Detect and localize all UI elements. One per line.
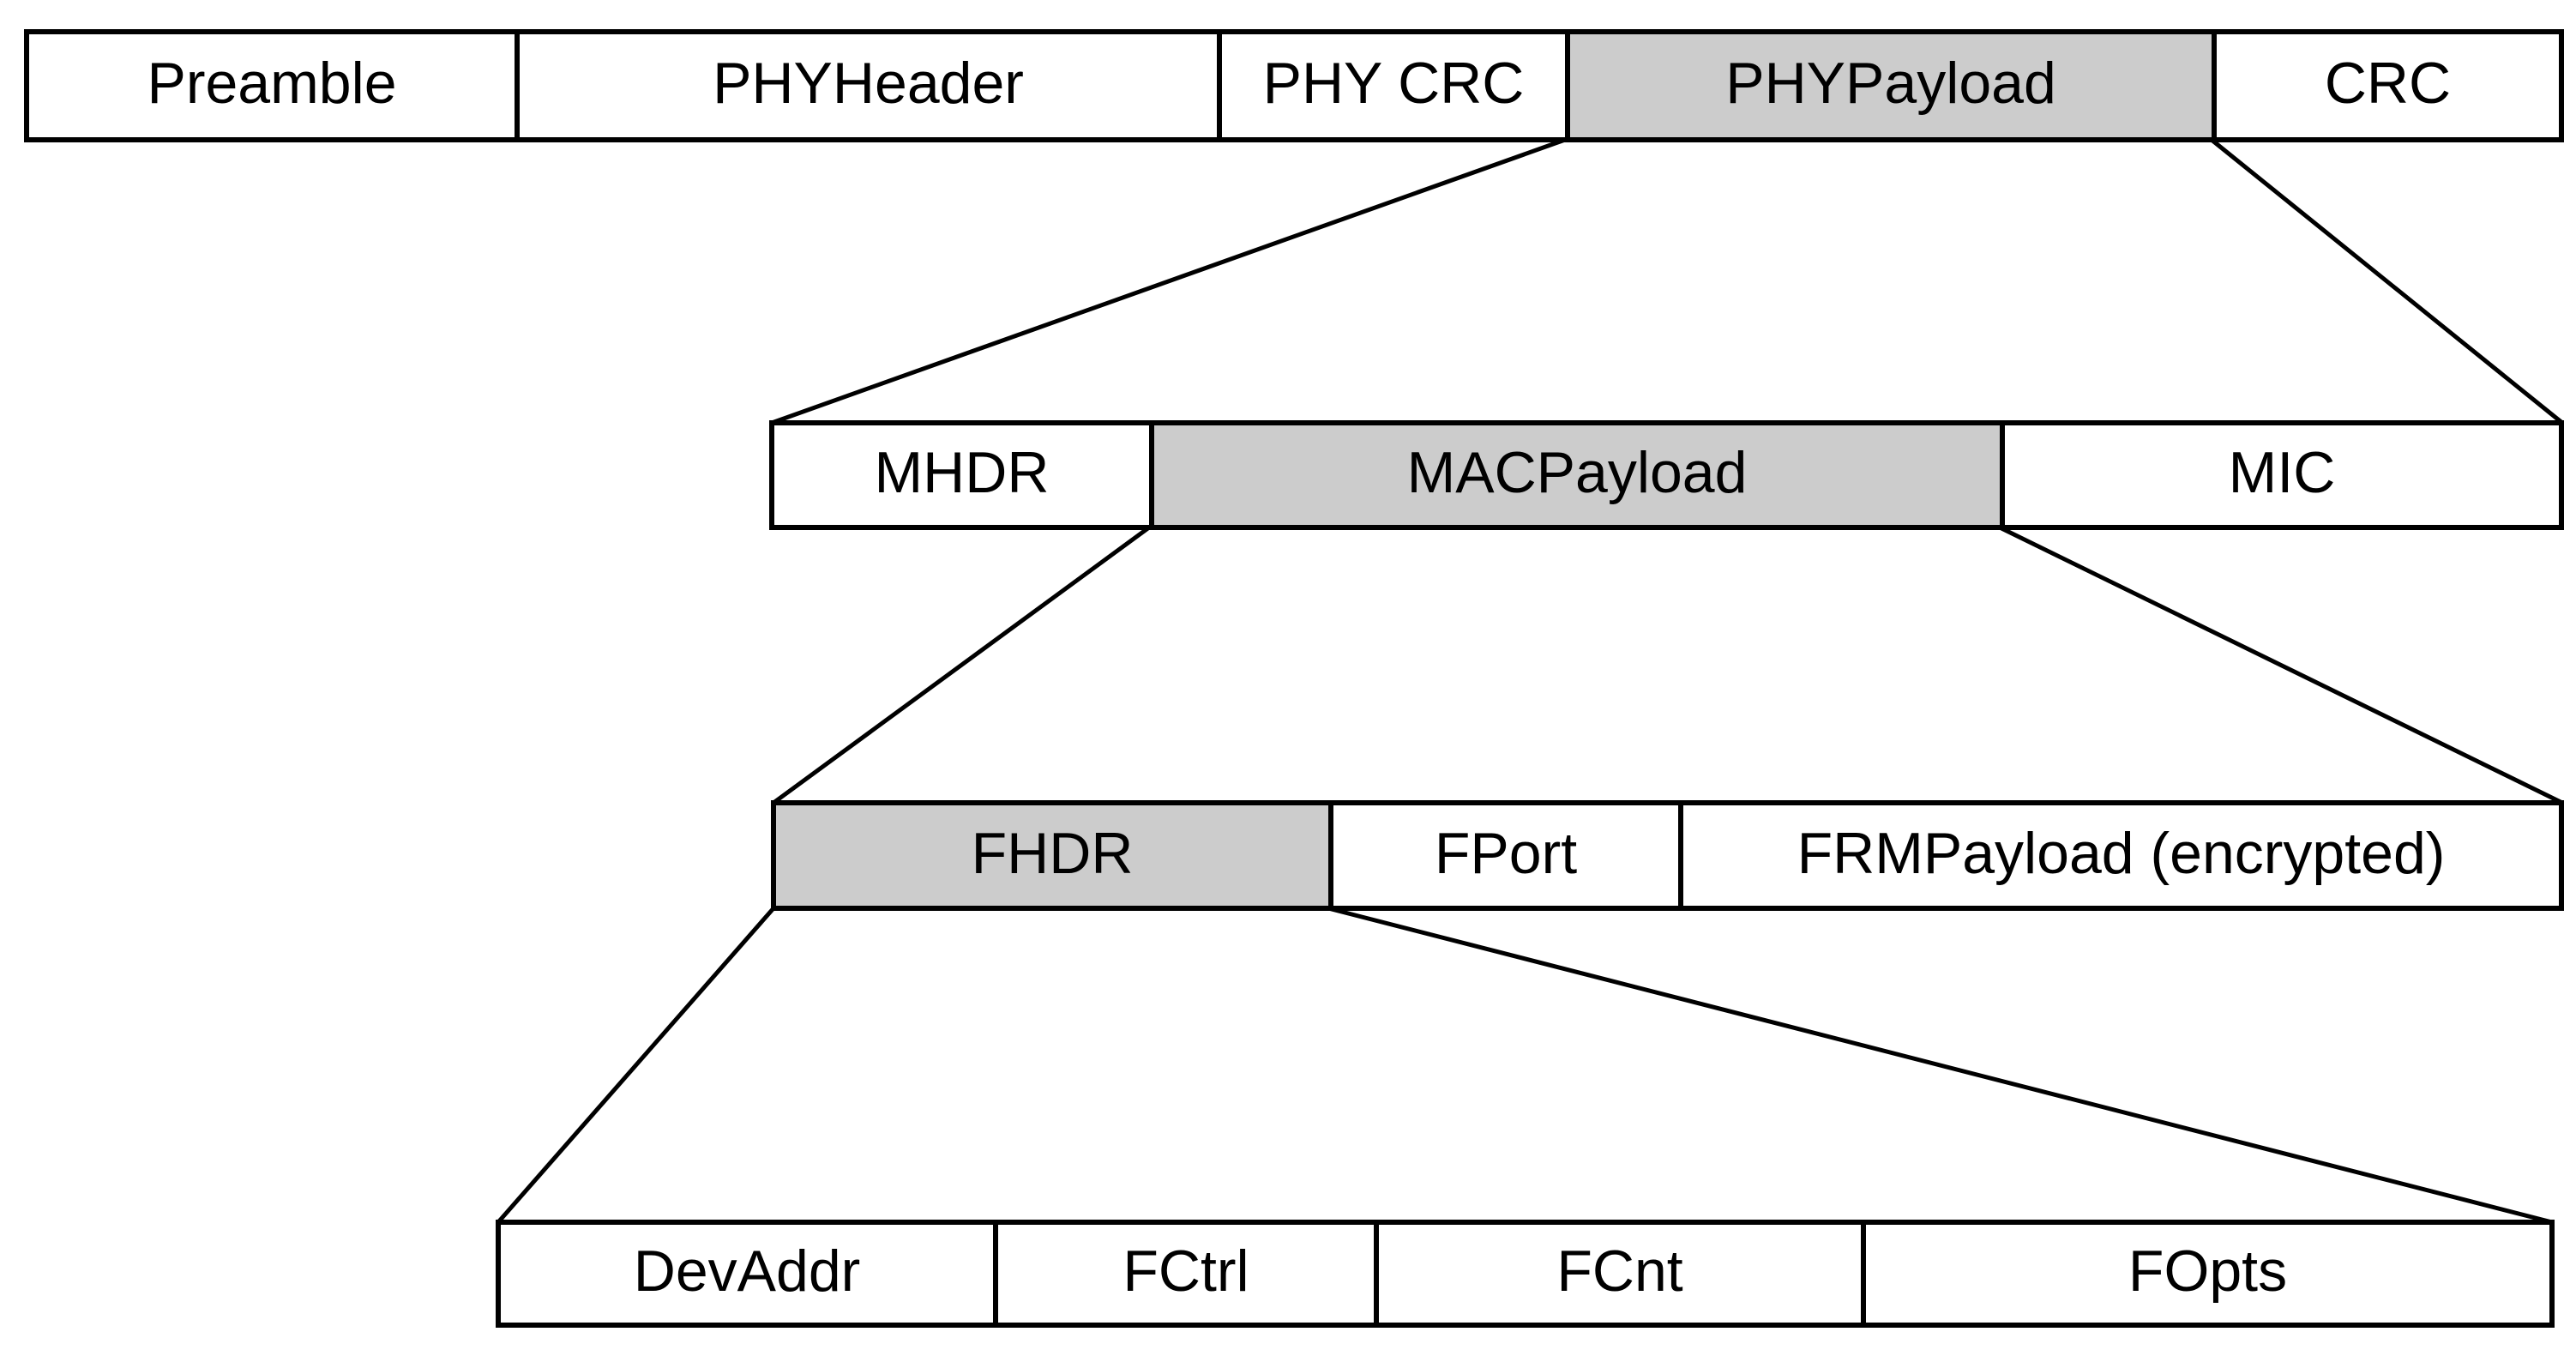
field-devaddr: DevAddr bbox=[496, 1220, 993, 1328]
field-preamble: Preamble bbox=[24, 29, 515, 142]
expansion-line-macpayload-right bbox=[1998, 525, 2564, 805]
field-macpayload: MACPayload bbox=[1149, 420, 2000, 530]
expansion-line-fhdr-left bbox=[497, 907, 775, 1224]
field-phyheader: PHYHeader bbox=[515, 29, 1217, 142]
expansion-line-phypayload-right bbox=[2210, 138, 2564, 425]
field-phypayload: PHYPayload bbox=[1565, 29, 2212, 142]
field-fctrl: FCtrl bbox=[993, 1220, 1374, 1328]
field-fport: FPort bbox=[1328, 800, 1678, 911]
expansion-line-macpayload-left bbox=[772, 525, 1151, 805]
row-phypayload-detail: MHDR MACPayload MIC bbox=[769, 420, 2564, 530]
field-fhdr: FHDR bbox=[771, 800, 1328, 911]
expansion-line-fhdr-right bbox=[1327, 906, 2553, 1225]
row-physical-layer: Preamble PHYHeader PHY CRC PHYPayload CR… bbox=[24, 29, 2564, 142]
field-crc: CRC bbox=[2212, 29, 2564, 142]
field-fopts: FOpts bbox=[1861, 1220, 2555, 1328]
row-macpayload-detail: FHDR FPort FRMPayload (encrypted) bbox=[771, 800, 2564, 911]
field-mhdr: MHDR bbox=[769, 420, 1149, 530]
field-phy-crc: PHY CRC bbox=[1217, 29, 1565, 142]
field-mic: MIC bbox=[2000, 420, 2564, 530]
field-frmpayload: FRMPayload (encrypted) bbox=[1678, 800, 2564, 911]
row-fhdr-detail: DevAddr FCtrl FCnt FOpts bbox=[496, 1220, 2555, 1328]
field-fcnt: FCnt bbox=[1374, 1220, 1861, 1328]
expansion-line-phypayload-left bbox=[771, 137, 1566, 425]
